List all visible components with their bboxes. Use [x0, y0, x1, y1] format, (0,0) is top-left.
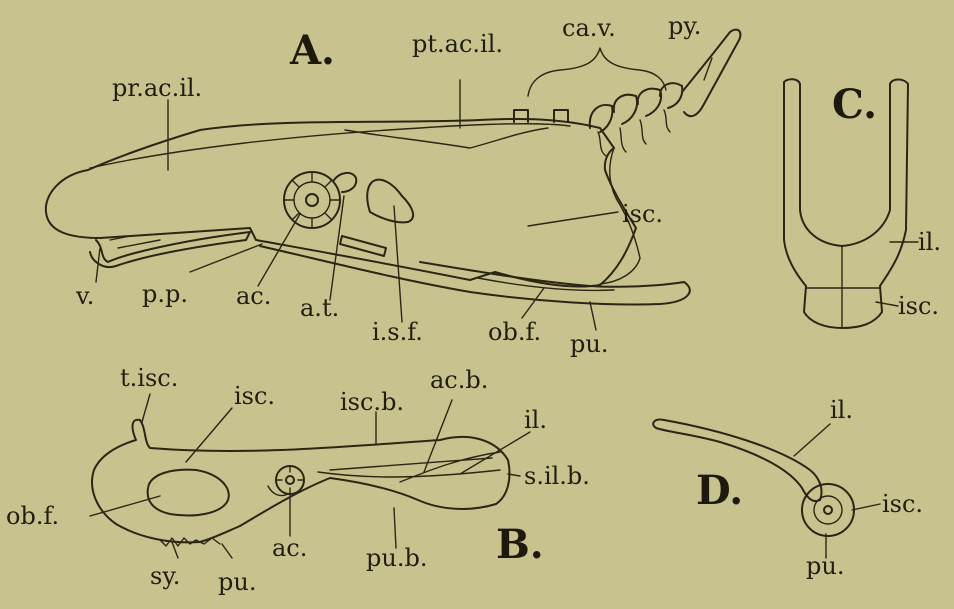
label-b-ac: ac. [272, 534, 307, 562]
figure-b [90, 394, 530, 558]
label-a-ac: ac. [236, 282, 271, 310]
label-a-ca-v: ca.v. [562, 14, 616, 42]
figure-b-letter: B. [496, 521, 544, 568]
label-a-ob-f: ob.f. [488, 318, 541, 346]
label-b-t-isc: t.isc. [120, 364, 178, 392]
figure-b-outline [92, 420, 509, 543]
label-d-isc: isc. [882, 490, 923, 518]
label-a-i-s-f: i.s.f. [372, 318, 423, 346]
label-b-isc: isc. [234, 382, 275, 410]
label-b-sy: sy. [150, 562, 180, 590]
figure-a-crest [90, 124, 570, 168]
label-a-pr-ac-il: pr.ac.il. [112, 74, 202, 102]
figure-a-acetabulum [284, 172, 340, 228]
label-b-pu: pu. [218, 568, 256, 596]
figure-a-prepubis-detail [110, 236, 160, 248]
label-a-isc: isc. [622, 200, 663, 228]
figure-a-brace [528, 48, 666, 96]
figure-d-acetabulum [802, 484, 854, 536]
label-b-ac-b: ac.b. [430, 366, 488, 394]
label-b-s-il-b: s.il.b. [524, 462, 590, 490]
figure-d-leaders [794, 424, 880, 558]
label-a-a-t: a.t. [300, 294, 339, 322]
figure-a-slot [340, 236, 386, 256]
figure-d-acetabulum-inner [814, 496, 842, 524]
label-a-p-p: p.p. [142, 280, 188, 308]
label-a-v: v. [75, 282, 94, 310]
figure-d [653, 420, 880, 558]
label-b-il: il. [524, 406, 547, 434]
label-a-py: py. [668, 12, 701, 40]
label-b-pu-b: pu.b. [366, 544, 427, 572]
figure-d-letter: D. [696, 467, 743, 514]
figure-a-pygostyle [682, 30, 740, 117]
figure-c-letter: C. [832, 81, 877, 128]
label-c-il: il. [918, 228, 941, 256]
figure-a-ischiadic-foramen [367, 180, 413, 223]
figure-a-letter: A. [289, 27, 335, 74]
figure-b-obturator [148, 470, 229, 516]
label-a-pu: pu. [570, 330, 608, 358]
figure-c-isc-line [806, 246, 880, 328]
label-b-isc-b: isc.b. [340, 388, 404, 416]
figure-b-acetabulum [268, 466, 304, 496]
label-c-isc: isc. [898, 292, 939, 320]
label-d-pu: pu. [806, 552, 844, 580]
label-d-il: il. [830, 396, 853, 424]
figure-a-outline [46, 119, 636, 287]
label-a-pt-ac-il: pt.ac.il. [412, 30, 503, 58]
figure-d-acetabulum-center [824, 506, 832, 514]
label-b-ob-f: ob.f. [6, 502, 59, 530]
